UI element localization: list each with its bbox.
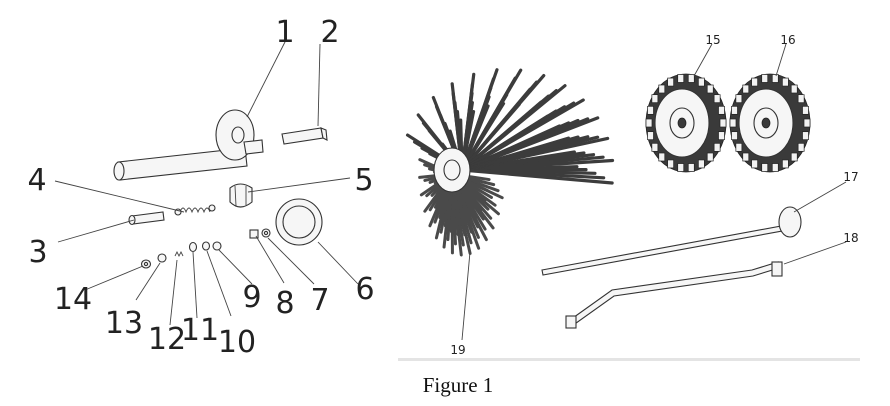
tire-tread-lug <box>761 163 769 172</box>
part-15-wheel <box>645 73 727 173</box>
tire-tread-lug <box>706 152 714 162</box>
left-number-labels: 1 2 3 4 5 6 7 8 9 10 11 12 13 14 <box>27 15 374 360</box>
tire-tread-lug <box>713 94 721 104</box>
tire-tread-lug <box>731 131 738 141</box>
label-4: 4 <box>27 163 46 198</box>
tire-tread-lug <box>742 152 750 162</box>
small-hardware <box>140 228 271 269</box>
part-4-spring <box>174 204 216 216</box>
right-leader-lines <box>461 43 847 341</box>
tire-tread-lug <box>782 159 789 169</box>
part-9-nut <box>212 241 222 251</box>
label-13: 13 <box>105 306 143 341</box>
part-18-bent-rod <box>565 261 783 329</box>
tire-tread-lug <box>735 142 743 152</box>
part-2-key-bar <box>281 127 328 145</box>
tire-tread-lug <box>647 105 654 115</box>
tire-tread-lug <box>782 77 789 87</box>
tire-tread-lug <box>658 152 666 162</box>
left-exploded-view: 1 2 3 4 5 6 7 8 9 10 11 12 13 14 <box>27 15 374 360</box>
label-19: 19 <box>450 343 465 357</box>
tire-tread-lug <box>802 105 809 115</box>
part-6-disc <box>275 198 323 246</box>
brush-bristle <box>460 168 614 185</box>
tire-tread-lug <box>790 84 798 94</box>
tire-tread-lug <box>802 131 809 141</box>
tire-tread-lug <box>761 74 769 83</box>
part-8-nut <box>249 229 259 239</box>
brush-bristle <box>460 68 523 172</box>
label-7: 7 <box>310 283 329 318</box>
brush-bristle <box>460 68 499 172</box>
brush-hub <box>433 147 471 193</box>
tire-tread-lug <box>667 159 674 169</box>
tire-tread-lug <box>729 118 737 128</box>
figure-caption: Figure 1 <box>423 373 494 397</box>
brush-bristle <box>460 98 585 172</box>
label-14: 14 <box>54 282 92 317</box>
part-16-wheel <box>729 73 811 173</box>
label-1: 1 <box>275 15 294 50</box>
tire-tread-lug <box>667 77 674 87</box>
part-17-rod-with-disc <box>541 206 802 276</box>
part-13-nut <box>157 253 167 263</box>
panel-baseline <box>398 358 860 361</box>
part-1-shaft-with-flange <box>113 109 264 181</box>
tire-tread-lug <box>651 94 659 104</box>
label-2: 2 <box>320 15 339 50</box>
tire-tread-lug <box>803 118 811 128</box>
label-10: 10 <box>218 325 256 360</box>
label-3: 3 <box>28 235 47 270</box>
label-17: 17 <box>843 170 858 184</box>
right-number-labels: 15 16 17 18 19 <box>450 33 858 357</box>
part-11-bushing <box>188 241 198 253</box>
label-6: 6 <box>355 272 374 307</box>
tire-tread-lug <box>706 84 714 94</box>
label-16: 16 <box>780 33 795 47</box>
right-assembly-view: 15 16 17 18 19 <box>398 33 860 361</box>
tire-tread-lug <box>718 105 725 115</box>
tire-tread-lug <box>677 74 685 83</box>
tire-tread-lug <box>651 142 659 152</box>
label-11: 11 <box>181 313 219 348</box>
tire-tread-lug <box>718 131 725 141</box>
tire-tread-lug <box>687 163 695 172</box>
tire-tread-lug <box>677 163 685 172</box>
tire-tread-lug <box>790 152 798 162</box>
tire-tread-lug <box>751 159 758 169</box>
label-15: 15 <box>705 33 720 47</box>
tire-tread-lug <box>687 74 695 83</box>
tire-tread-lug <box>771 74 779 83</box>
tire-tread-lug <box>645 118 653 128</box>
tire-tread-lug <box>713 142 721 152</box>
label-9: 9 <box>242 280 261 315</box>
tire-tread-lug <box>797 142 805 152</box>
brush-bristle <box>460 84 567 172</box>
left-leader-lines <box>54 39 359 326</box>
part-3-pin <box>128 211 165 226</box>
tire-tread-lug <box>771 163 779 172</box>
label-12: 12 <box>148 322 186 357</box>
part-12-lock-washer <box>174 250 184 258</box>
tire-tread-lug <box>658 84 666 94</box>
label-18: 18 <box>843 231 858 245</box>
tire-tread-lug <box>751 77 758 87</box>
tire-tread-lug <box>698 159 705 169</box>
tire-tread-lug <box>742 84 750 94</box>
brush-bristle <box>460 116 600 172</box>
label-8: 8 <box>275 286 294 321</box>
brush-bristle <box>460 73 546 172</box>
label-5: 5 <box>354 163 373 198</box>
tire-tread-lug <box>698 77 705 87</box>
tire-tread-lug <box>797 94 805 104</box>
tire-tread-lug <box>735 94 743 104</box>
tire-tread-lug <box>731 105 738 115</box>
part-5-clip-bracket <box>229 183 253 208</box>
tire-tread-lug <box>719 118 727 128</box>
part-10-washer <box>201 241 211 251</box>
tire-tread-lug <box>647 131 654 141</box>
